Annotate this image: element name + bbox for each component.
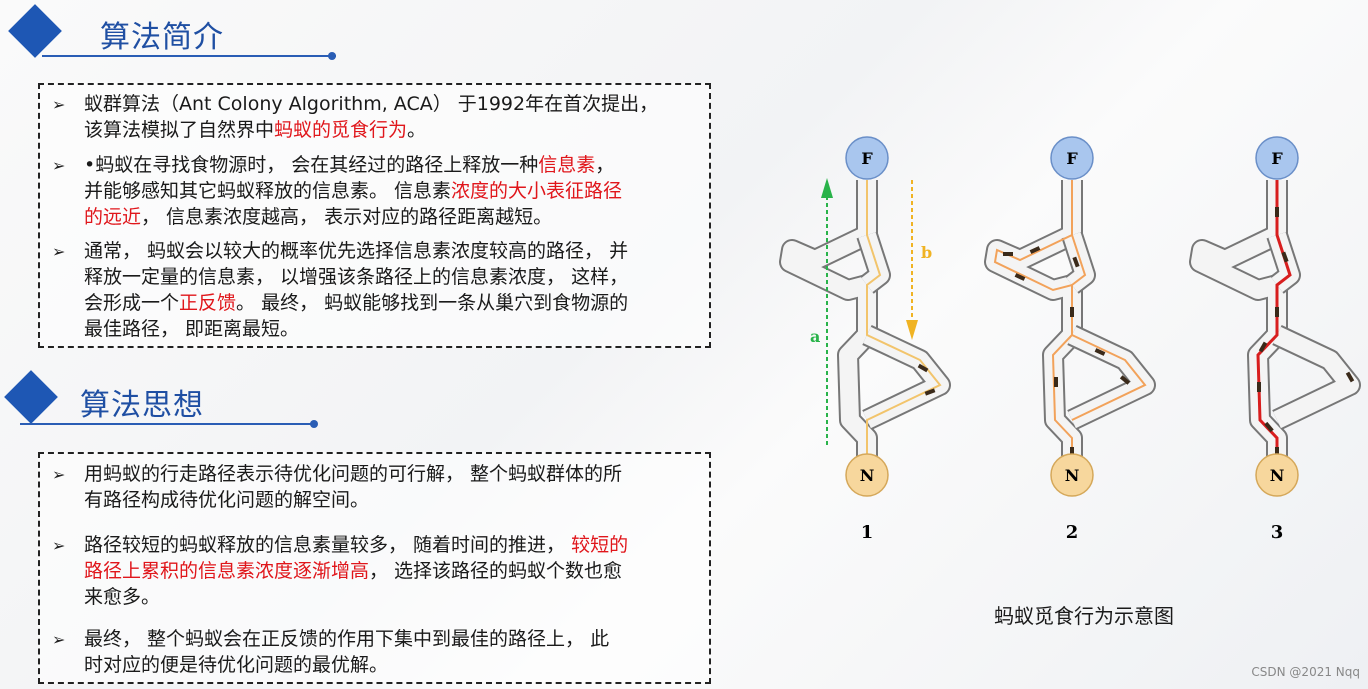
svg-text:F: F (1066, 149, 1078, 168)
svg-text:F: F (1271, 149, 1283, 168)
title-underline (20, 423, 316, 425)
section-title-idea: 算法思想 (80, 388, 204, 423)
intro-item-2: •蚂蚁在寻找食物源时， 会在其经过的路径上释放一种信息素， 并能够感知其它蚂蚁释… (84, 154, 623, 228)
idea-item-3: 最终， 整个蚂蚁会在正反馈的作用下集中到最佳的路径上， 此 时对应的便是待优化问… (84, 628, 610, 676)
nest-node (845, 453, 889, 497)
svg-text:N: N (1065, 466, 1080, 485)
arrow-a-label: a (810, 327, 820, 346)
panel-2: F N 2 (995, 136, 1145, 543)
idea-item-1: 用蚂蚁的行走路径表示待优化问题的可行解， 整个蚂蚁群体的所 有路径构成待优化问题… (84, 463, 623, 511)
intro-item-1: 蚁群算法（Ant Colony Algorithm, ACA） 于1992年在首… (84, 93, 659, 141)
panel-1: a b F N 1 (790, 136, 940, 543)
watermark: CSDN @2021 Nqq (1251, 665, 1360, 679)
idea-item-2: 路径较短的蚂蚁释放的信息素量较多， 随着时间的推进， 较短的 路径上累积的信息素… (84, 534, 629, 608)
intro-box: ➢ 蚁群算法（Ant Colony Algorithm, ACA） 于1992年… (38, 83, 711, 348)
food-node (845, 136, 889, 180)
idea-box: ➢ 用蚂蚁的行走路径表示待优化问题的可行解， 整个蚂蚁群体的所 有路径构成待优化… (38, 452, 711, 684)
panel-label-1: 1 (861, 522, 874, 543)
underline-dot-icon (310, 420, 318, 428)
arrow-bullet-icon: ➢ (52, 465, 66, 484)
arrow-bullet-icon: ➢ (52, 156, 66, 175)
ant-foraging-figure: a b F N 1 F N 2 (770, 136, 1368, 543)
svg-text:F: F (861, 149, 873, 168)
arrow-bullet-icon: ➢ (52, 536, 66, 555)
section-diamond-icon (8, 4, 62, 58)
arrow-bullet-icon: ➢ (52, 630, 66, 649)
figure-caption: 蚂蚁觅食行为示意图 (994, 604, 1174, 628)
arrow-bullet-icon: ➢ (52, 242, 66, 261)
arrow-bullet-icon: ➢ (52, 95, 66, 114)
underline-dot-icon (328, 52, 336, 60)
section-diamond-icon (4, 370, 58, 424)
svg-text:N: N (860, 466, 875, 485)
section-title-intro: 算法简介 (100, 20, 224, 55)
intro-item-3: 通常， 蚂蚁会以较大的概率优先选择信息素浓度较高的路径， 并 释放一定量的信息素… (84, 240, 629, 340)
title-underline (42, 55, 336, 57)
panel-label-2: 2 (1066, 522, 1079, 543)
panel-label-3: 3 (1271, 522, 1284, 543)
svg-text:N: N (1270, 466, 1285, 485)
arrow-b-label: b (921, 243, 932, 262)
panel-3: F N 3 (1200, 136, 1354, 543)
